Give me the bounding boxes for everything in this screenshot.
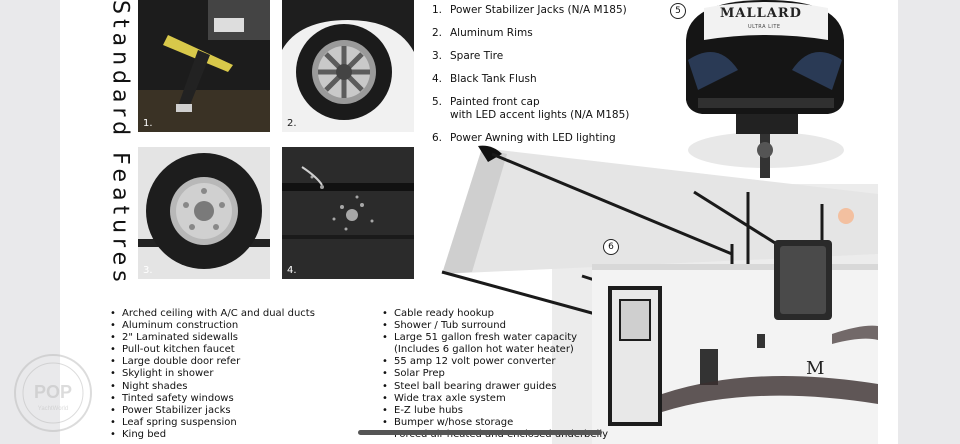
list-item: Skylight in shower <box>110 368 315 380</box>
photo-number: 4. <box>287 265 297 276</box>
list-item: Steel ball bearing drawer guides <box>382 381 608 393</box>
feature-item: 5. Painted front cap with LED accent lig… <box>432 96 630 121</box>
list-item: Cable ready hookup <box>382 308 608 320</box>
list-item: Leaf spring suspension <box>110 417 315 429</box>
feature-item: 6. Power Awning with LED lighting <box>432 132 616 144</box>
photo-aluminum-rim: 2. <box>282 0 414 132</box>
features-list-left: Arched ceiling with A/C and dual ducts A… <box>110 308 315 441</box>
brochure-page: Standard Features 1. <box>60 0 898 444</box>
numbered-feature-list: 1. Power Stabilizer Jacks (N/A M185) 2. … <box>432 4 629 155</box>
list-item: Arched ceiling with A/C and dual ducts <box>110 308 315 320</box>
black-tank-flush-image <box>282 147 414 279</box>
photo-stabilizer-jack: 1. <box>138 0 270 132</box>
left-margin <box>0 0 60 444</box>
callout-6: 6 <box>603 239 619 255</box>
list-item: Large double door refer <box>110 356 315 368</box>
list-item: Aluminum construction <box>110 320 315 332</box>
photo-spare-tire: 3. <box>138 147 270 279</box>
photo-number: 3. <box>143 265 153 276</box>
list-item: Night shades <box>110 381 315 393</box>
feature-item: 1. Power Stabilizer Jacks (N/A M185) <box>432 4 627 16</box>
vertical-title: Standard Features <box>107 0 133 287</box>
list-item: Solar Prep <box>382 368 608 380</box>
svg-text:POP: POP <box>34 382 72 402</box>
callout-5: 5 <box>670 3 686 19</box>
trailer-front-image <box>686 0 844 178</box>
trailer-sub-badge: ULTRA LITE <box>748 24 781 30</box>
trailer-awning-image <box>441 145 878 444</box>
list-item: Power Stabilizer jacks <box>110 405 315 417</box>
photo-number: 2. <box>287 118 297 129</box>
svg-text:YachtWorld: YachtWorld <box>38 406 68 412</box>
side-badge: M <box>806 358 825 379</box>
watermark-logo: POP YachtWorld <box>12 352 94 434</box>
aluminum-rim-image <box>282 0 414 132</box>
list-item: Tinted safety windows <box>110 393 315 405</box>
list-item: King bed <box>110 429 315 441</box>
scroll-indicator[interactable] <box>358 430 602 435</box>
right-margin <box>898 0 960 444</box>
feature-item: 2. Aluminum Rims <box>432 27 533 39</box>
trailer-badge: MALLARD <box>720 6 802 21</box>
list-item: E-Z lube hubs <box>382 405 608 417</box>
features-list-right: Cable ready hookup Shower / Tub surround… <box>382 308 608 441</box>
list-item: Shower / Tub surround <box>382 320 608 332</box>
list-item: 55 amp 12 volt power converter <box>382 356 608 368</box>
list-item: Pull-out kitchen faucet <box>110 344 315 356</box>
stabilizer-jack-image <box>138 0 270 132</box>
list-item: Large 51 gallon fresh water capacity (In… <box>382 332 608 356</box>
list-item: Wide trax axle system <box>382 393 608 405</box>
list-item: 2" Laminated sidewalls <box>110 332 315 344</box>
photo-number: 1. <box>143 118 153 129</box>
list-item: Bumper w/hose storage <box>382 417 608 429</box>
trailer-awning-photo: M <box>432 144 878 444</box>
watermark-seal-icon: POP YachtWorld <box>14 354 92 432</box>
trailer-front-photo: MALLARD ULTRA LITE <box>678 0 848 196</box>
spare-tire-image <box>138 147 270 279</box>
feature-item: 3. Spare Tire <box>432 50 504 62</box>
feature-item: 4. Black Tank Flush <box>432 73 537 85</box>
photo-black-tank-flush: 4. <box>282 147 414 279</box>
